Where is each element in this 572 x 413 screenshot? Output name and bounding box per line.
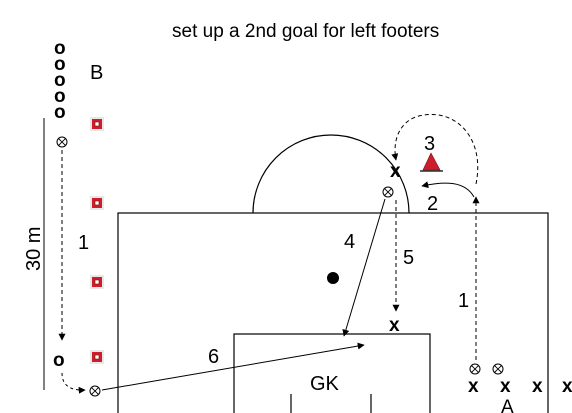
marker-cone-icon bbox=[89, 195, 105, 211]
player-x: x bbox=[500, 376, 511, 397]
player-x: x bbox=[562, 376, 572, 397]
distance-label: 30 m bbox=[23, 227, 45, 271]
penalty-area bbox=[117, 212, 549, 413]
player-o: o bbox=[54, 70, 66, 91]
player-o: o bbox=[54, 102, 66, 123]
ball-icon bbox=[89, 385, 101, 397]
player-o: o bbox=[54, 38, 66, 59]
ball-icon bbox=[382, 186, 394, 198]
player-o: o bbox=[54, 86, 66, 107]
ball-icon bbox=[492, 363, 504, 375]
turn-path-bottom-left bbox=[61, 372, 86, 394]
step-label-4: 4 bbox=[344, 231, 355, 253]
goalkeeper-label: GK bbox=[310, 373, 340, 395]
pass-path-2 bbox=[421, 181, 475, 198]
step-label-2: 2 bbox=[427, 193, 438, 215]
player-o: o bbox=[54, 54, 66, 75]
player-x: x bbox=[468, 376, 479, 397]
penalty-spot-icon bbox=[327, 272, 339, 284]
triangle-cone-icon bbox=[422, 152, 441, 171]
ball-icon bbox=[56, 136, 68, 148]
step-label-1-left: 1 bbox=[78, 232, 89, 254]
player-x: x bbox=[389, 315, 400, 336]
pass-path-4 bbox=[342, 198, 386, 337]
step-label-3: 3 bbox=[424, 133, 435, 155]
group-a-label: A bbox=[501, 397, 514, 413]
step-label-5: 5 bbox=[403, 247, 414, 269]
shot-path-6 bbox=[101, 342, 365, 391]
marker-cone-icon bbox=[89, 274, 105, 290]
marker-cone-icon bbox=[89, 349, 105, 365]
step-label-6: 6 bbox=[208, 346, 219, 368]
instruction-note: set up a 2nd goal for left footers bbox=[172, 21, 439, 42]
player-o-bottom: o bbox=[53, 350, 65, 371]
marker-cone-icon bbox=[89, 116, 105, 132]
step-label-1-right: 1 bbox=[458, 290, 469, 312]
goal-area bbox=[233, 333, 431, 413]
player-x: x bbox=[390, 161, 401, 182]
player-x: x bbox=[532, 376, 543, 397]
group-b-label: B bbox=[90, 62, 103, 84]
penalty-arc bbox=[252, 134, 410, 214]
run-path-3 bbox=[391, 113, 479, 185]
ball-icon bbox=[469, 363, 481, 375]
